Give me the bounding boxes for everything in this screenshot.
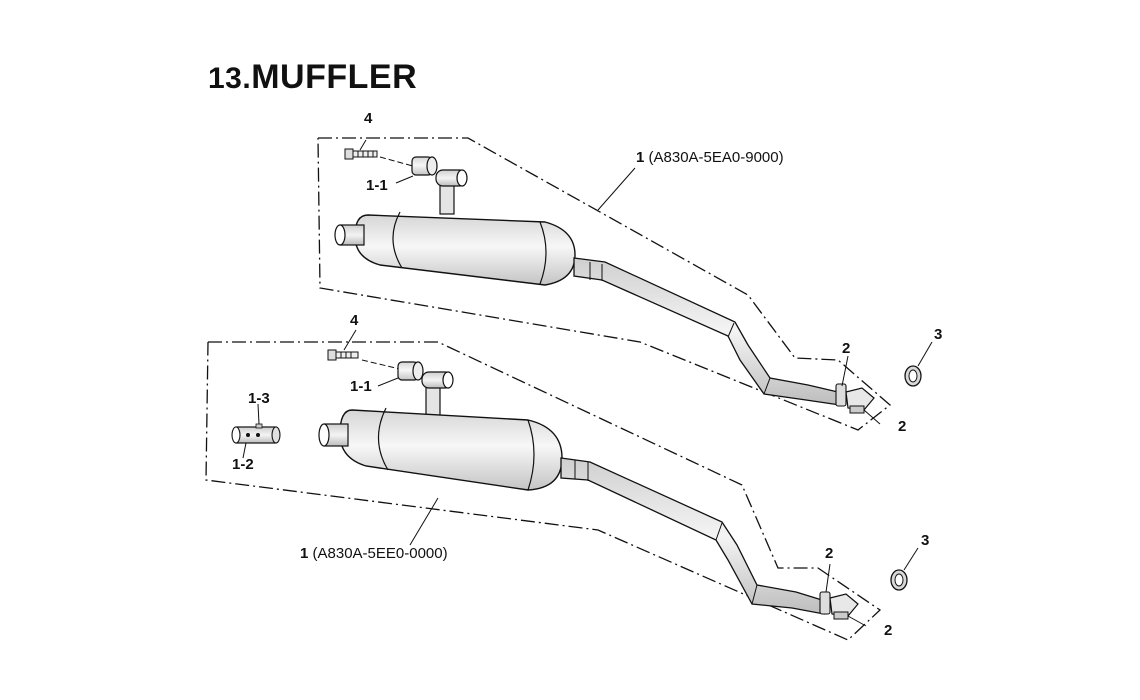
lower-callout-insert-bottom: 1-2	[232, 456, 254, 473]
lower-end-cap	[397, 361, 424, 381]
upper-end-cap	[411, 156, 438, 176]
lower-callout-cap: 1-1	[350, 378, 372, 395]
upper-callout-cap: 1-1	[366, 177, 388, 194]
upper-header-pipe	[573, 257, 841, 406]
lower-callout-clamp-top: 2	[825, 545, 834, 562]
upper-bolt	[344, 148, 378, 160]
section-name: MUFFLER	[251, 58, 418, 96]
lower-callout-insert-top: 1-3	[248, 390, 270, 407]
upper-callout-bolt: 4	[364, 110, 373, 127]
upper-callout-clamp-top: 2	[842, 340, 851, 357]
upper-gasket	[904, 365, 922, 387]
upper-mounting-bracket	[435, 169, 468, 215]
lower-bolt	[327, 349, 359, 361]
lower-boundary-outline	[205, 341, 882, 641]
lower-part-number-label: 1 (A830A-5EE0-0000)	[300, 545, 448, 562]
page-title: 13.MUFFLER	[208, 58, 417, 97]
section-number: 13.	[208, 62, 252, 95]
upper-callout-gasket: 3	[934, 326, 943, 343]
lower-assembly	[205, 329, 919, 641]
lower-callout-gasket: 3	[921, 532, 930, 549]
lower-callout-bolt: 4	[350, 312, 359, 329]
lower-gasket	[890, 569, 908, 591]
lower-spark-arrestor-insert	[231, 423, 281, 444]
lower-part-ref: 1	[300, 545, 309, 562]
upper-clamp	[835, 383, 875, 414]
lower-muffler-can	[318, 407, 563, 491]
lower-clamp	[819, 591, 859, 620]
lower-header-pipe	[560, 457, 825, 615]
upper-part-ref: 1	[636, 149, 645, 166]
upper-assembly	[317, 137, 933, 431]
upper-muffler-can	[334, 211, 576, 286]
upper-part-code: (A830A-5EA0-9000)	[648, 149, 784, 166]
lower-callout-clamp-bottom: 2	[884, 622, 893, 639]
upper-part-leader	[597, 167, 636, 211]
upper-callout-clamp-bottom: 2	[898, 418, 907, 435]
lower-part-leader	[409, 497, 439, 546]
lower-part-code: (A830A-5EE0-0000)	[312, 545, 448, 562]
upper-part-number-label: 1 (A830A-5EA0-9000)	[636, 149, 784, 166]
upper-boundary-outline	[317, 137, 892, 431]
lower-mounting-bracket	[421, 371, 454, 417]
